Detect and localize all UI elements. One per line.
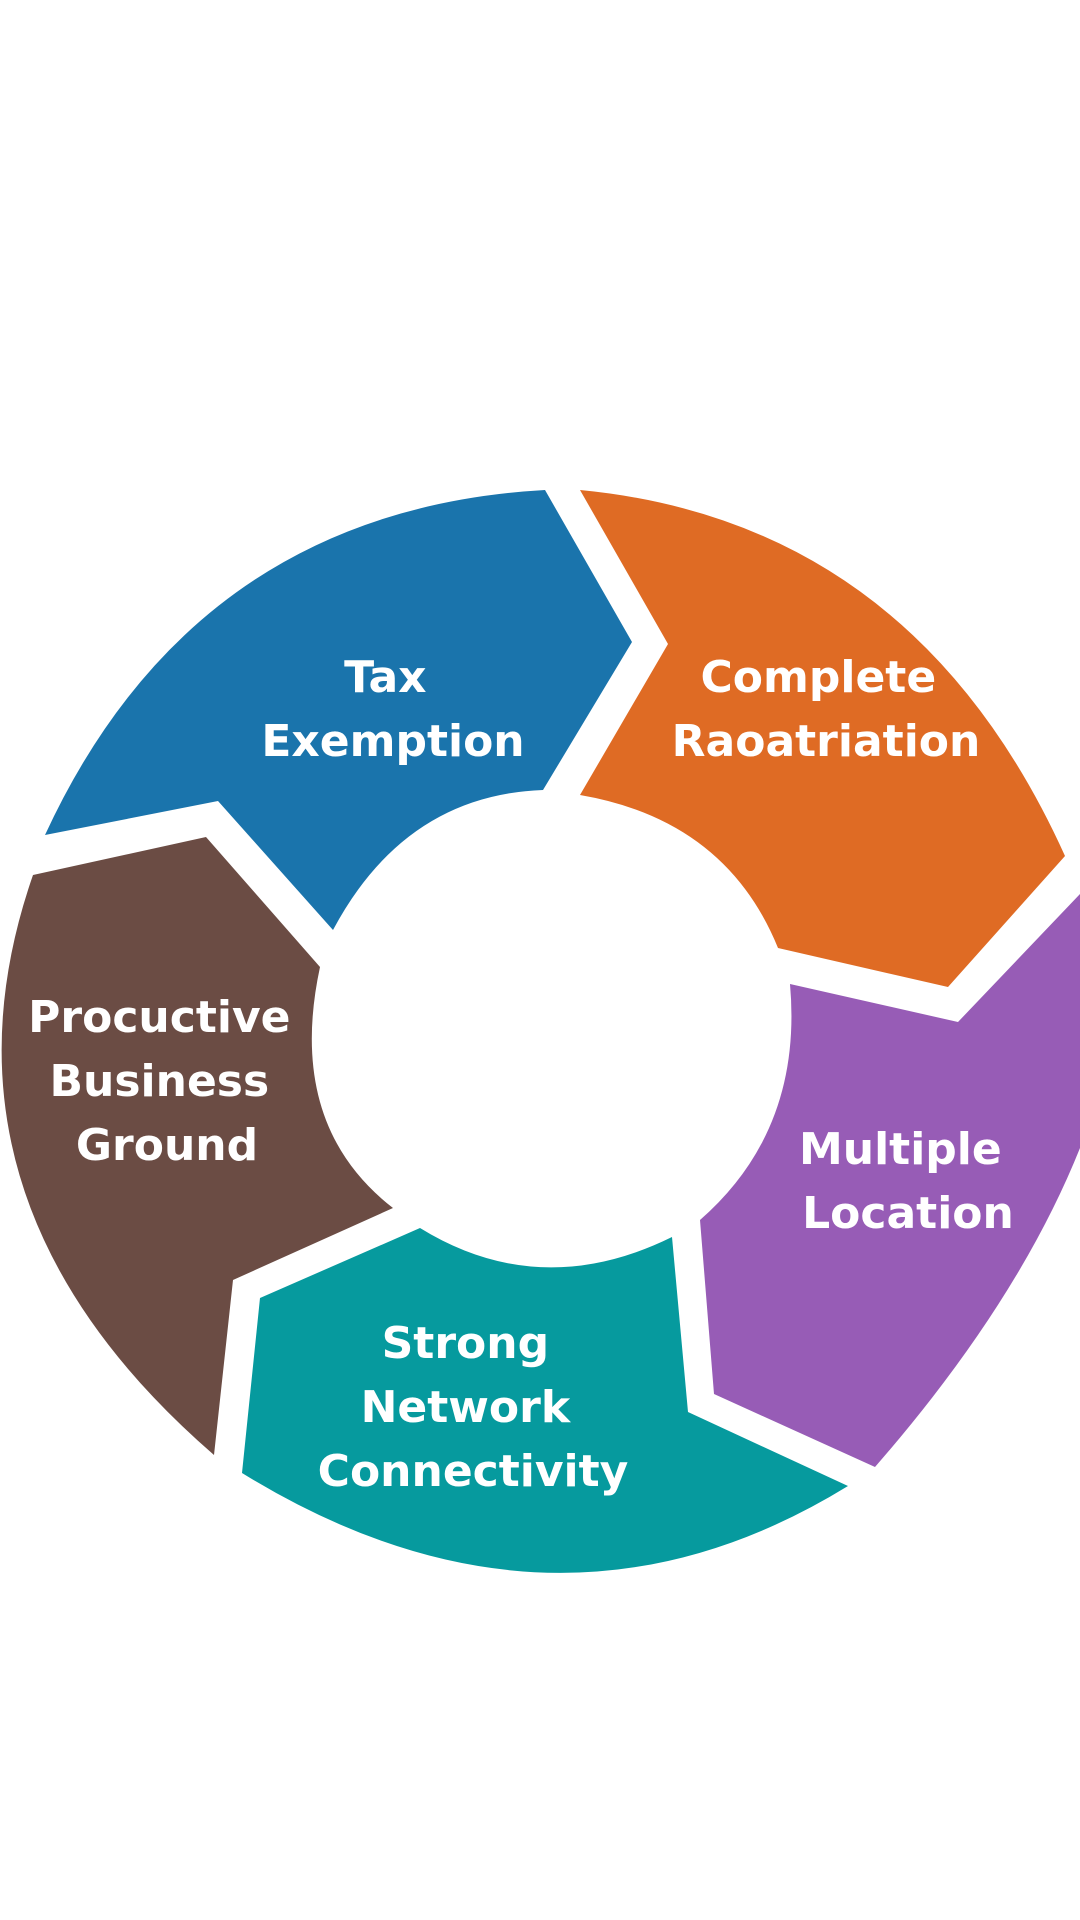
segment-procuctive-business-ground-label: Procuctive Business Ground <box>28 992 306 1171</box>
segment-procuctive-business-ground-shape <box>1 837 394 1455</box>
segment-complete-raoatriation-label: Complete Raoatriation <box>672 652 981 767</box>
segment-tax-exemption: Tax Exemption <box>45 490 632 930</box>
segment-strong-network-connectivity: Strong Network Connectivity <box>242 1228 848 1573</box>
segment-complete-raoatriation-shape <box>580 490 1065 987</box>
segment-multiple-location: Multiple Location <box>700 894 1080 1467</box>
segment-procuctive-business-ground: Procuctive Business Ground <box>1 837 394 1455</box>
segment-tax-exemption-shape <box>45 490 632 930</box>
segment-strong-network-connectivity-label: Strong Network Connectivity <box>318 1318 629 1497</box>
segment-complete-raoatriation: Complete Raoatriation <box>580 490 1065 987</box>
segment-tax-exemption-label: Tax Exemption <box>261 652 524 767</box>
segment-multiple-location-shape <box>700 894 1080 1467</box>
segment-multiple-location-label: Multiple Location <box>799 1124 1017 1239</box>
segment-strong-network-connectivity-shape <box>242 1228 848 1573</box>
